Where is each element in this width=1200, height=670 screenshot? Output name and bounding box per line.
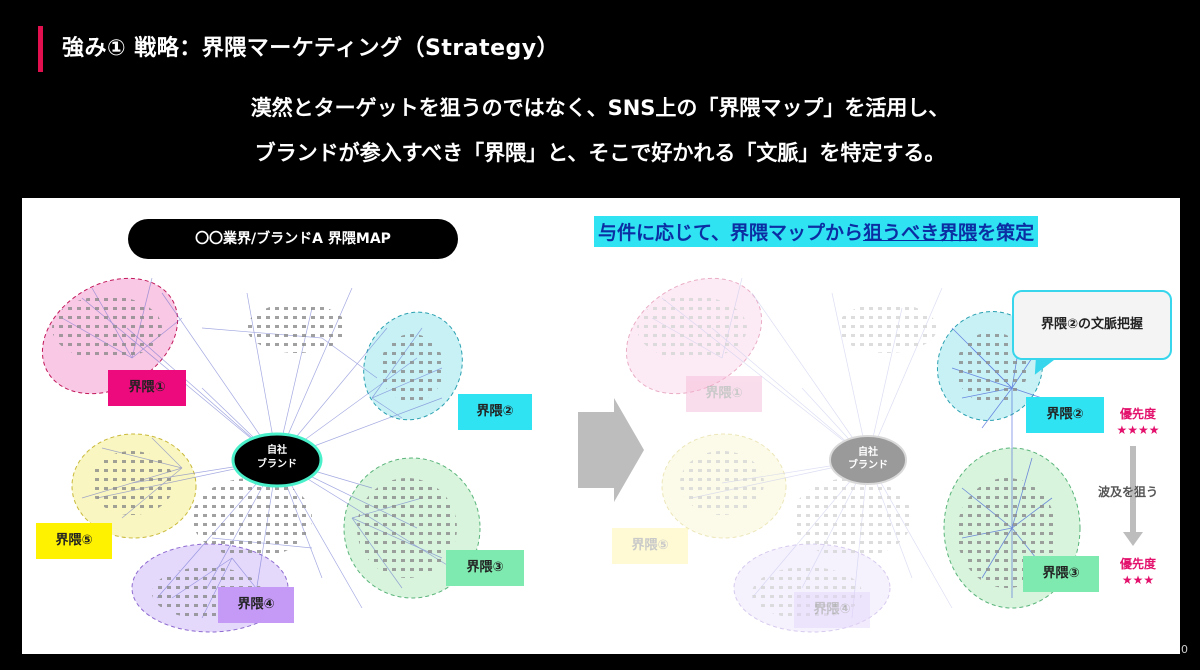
left-map-title-pill: 〇〇業界/ブランドA 界隈MAP bbox=[128, 219, 458, 259]
content-panel: 〇〇業界/ブランドA 界隈MAP 自社 ブランド 界隈① 界隈② 界隈③ 界隈④… bbox=[22, 198, 1180, 654]
priority-top-stars: ★★★★ bbox=[1116, 423, 1160, 437]
right-network-map bbox=[625, 277, 1081, 633]
ripple-text: 波及を狙う bbox=[1098, 485, 1159, 499]
left-cluster5-label: 界隈⑤ bbox=[36, 523, 112, 559]
left-own-brand-line2: ブランド bbox=[257, 459, 297, 470]
page-number: 0 bbox=[1181, 643, 1188, 656]
right-own-brand-label: 自社 ブランド bbox=[828, 446, 908, 472]
left-own-brand-node bbox=[231, 432, 323, 488]
priority-bottom-label: 優先度 bbox=[1119, 557, 1156, 571]
left-cluster1-label: 界隈① bbox=[108, 370, 186, 406]
left-own-brand-line1: 自社 bbox=[267, 445, 287, 456]
left-nodes bbox=[52, 296, 457, 619]
priority-top: 優先度 ★★★★ bbox=[1110, 406, 1166, 438]
right-cluster5-label: 界隈⑤ bbox=[612, 528, 688, 564]
right-map-heading-part3: を策定 bbox=[977, 222, 1035, 244]
ripple-arrow-shaft bbox=[1130, 446, 1136, 536]
left-cluster2-label: 界隈② bbox=[458, 394, 532, 430]
lead-text-line-2: ブランドが参入すべき「界隈」と、そこで好かれる「文脈」を特定する。 bbox=[254, 141, 946, 165]
right-cluster2-label: 界隈② bbox=[1026, 397, 1104, 433]
ripple-arrow-head bbox=[1123, 532, 1143, 546]
left-cluster4-label: 界隈④ bbox=[218, 587, 294, 623]
right-cluster4-label: 界隈④ bbox=[794, 592, 870, 628]
page-title: 強み① 戦略：界隈マーケティング（Strategy） bbox=[62, 36, 560, 61]
left-cluster3-label: 界隈③ bbox=[446, 550, 524, 586]
right-cluster3-label: 界隈③ bbox=[1023, 556, 1099, 592]
right-own-brand-line2: ブランド bbox=[848, 460, 888, 471]
transition-arrow bbox=[578, 398, 644, 502]
title-accent-bar bbox=[38, 26, 43, 72]
lead-text-line-1: 漠然とターゲットを狙うのではなく、SNS上の「界隈マップ」を活用し、 bbox=[250, 96, 950, 120]
priority-top-label: 優先度 bbox=[1119, 407, 1156, 421]
right-map-heading-part1: 与件に応じて、界隈マップから bbox=[598, 222, 864, 244]
network-graphs bbox=[41, 277, 1081, 633]
right-map-heading: 与件に応じて、界隈マップから狙うべき界隈を策定 bbox=[594, 216, 1039, 247]
right-own-brand-line1: 自社 bbox=[858, 447, 878, 458]
context-callout: 界隈②の文脈把握 bbox=[1012, 290, 1172, 360]
right-own-brand-node bbox=[829, 435, 907, 485]
right-map-heading-part2: 狙うべき界隈 bbox=[863, 222, 978, 244]
left-own-brand-label: 自社 ブランド bbox=[233, 444, 321, 472]
right-cluster1-label: 界隈① bbox=[686, 376, 762, 412]
priority-bottom-stars: ★★★ bbox=[1121, 573, 1155, 587]
priority-bottom: 優先度 ★★★ bbox=[1110, 556, 1166, 588]
